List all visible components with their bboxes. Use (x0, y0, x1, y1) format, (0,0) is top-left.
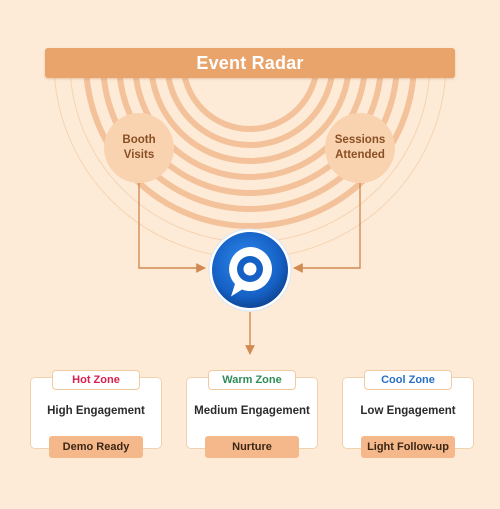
sessions-attended-label: Sessions Attended (325, 133, 395, 163)
sessions-attended-circle (325, 113, 395, 183)
hot-zone-engagement: High Engagement (47, 405, 145, 417)
cool-zone-action: Light Follow-up (361, 436, 455, 458)
pin-logo-icon (229, 247, 272, 297)
radar-arc (148, 61, 352, 164)
radar-arc (83, 61, 417, 229)
warm-zone-action: Nurture (205, 436, 299, 458)
hot-zone-title: Hot Zone (52, 370, 140, 390)
booth-visits-label: Booth Visits (104, 133, 174, 163)
hot-zone-card: Hot Zone High Engagement Demo Ready (30, 370, 162, 458)
booth-visits-label-line1: Booth (122, 134, 156, 146)
cool-zone-card: Cool Zone Low Engagement Light Follow-up (342, 370, 474, 458)
radar-arc (164, 61, 336, 148)
sessions-attended-label-line2: Attended (335, 149, 385, 161)
warm-zone-card: Warm Zone Medium Engagement Nurture (186, 370, 318, 458)
event-radar-banner: Event Radar (45, 48, 455, 78)
sessions-to-hub-arrow (293, 183, 361, 273)
hot-zone-action: Demo Ready (49, 436, 143, 458)
booth-to-hub-arrow (138, 183, 206, 273)
sessions-attended-label-line1: Sessions (334, 134, 386, 146)
booth-visits-label-line2: Visits (123, 149, 155, 161)
warm-zone-engagement: Medium Engagement (194, 405, 310, 417)
booth-visits-circle (104, 113, 174, 183)
cool-zone-engagement: Low Engagement (360, 405, 456, 417)
radar-arc (180, 61, 320, 132)
hub-node (208, 228, 292, 312)
cool-zone-title: Cool Zone (364, 370, 452, 390)
warm-zone-title: Warm Zone (208, 370, 296, 390)
page-title: Event Radar (196, 52, 304, 73)
